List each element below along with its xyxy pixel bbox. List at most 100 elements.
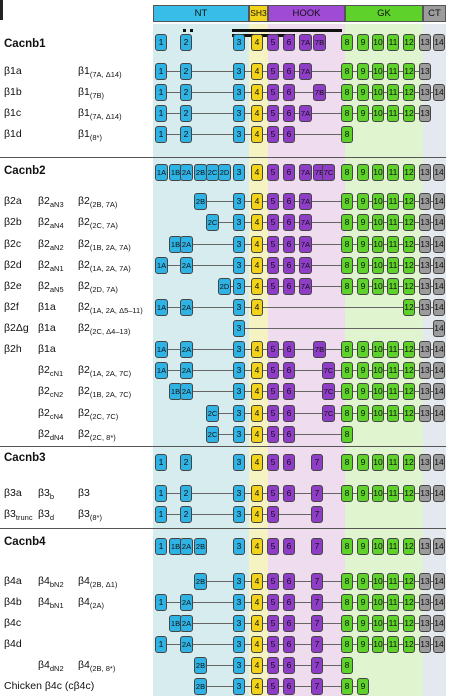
exon-10: 10 (372, 538, 384, 555)
exon-14: 14 (433, 193, 445, 210)
exon-6: 6 (283, 362, 295, 379)
exon-7a: 7A (299, 34, 312, 51)
exon-7: 7 (311, 506, 323, 523)
exon-14: 14 (433, 362, 445, 379)
variant-name-main: β3a (4, 487, 22, 499)
exon-notation: β2(1B, 2A, 7A) (78, 238, 131, 252)
exon-8: 8 (341, 341, 353, 358)
exon-notation-main: β3 (78, 487, 90, 499)
exon-4: 4 (251, 454, 263, 471)
exon-3: 3 (233, 573, 245, 590)
exon-1: 1 (155, 485, 167, 502)
exon-9: 9 (357, 164, 369, 181)
exon-8: 8 (341, 615, 353, 632)
splice-line (194, 201, 445, 202)
variant-name-main: β2c (4, 238, 22, 250)
splice-line (194, 686, 369, 687)
exon-notation-main: β2 (78, 238, 90, 250)
exon-12: 12 (403, 164, 415, 181)
exon-5: 5 (267, 454, 279, 471)
section-divider (0, 446, 446, 447)
exon-2a: 2A (180, 538, 193, 555)
splice-line (169, 391, 445, 392)
exon-notation-sub: (1B, 2A, 7C) (89, 390, 132, 400)
exon-12: 12 (403, 278, 415, 295)
splice-line (155, 644, 445, 645)
exon-notation-main: β1 (78, 86, 90, 98)
exon-10: 10 (372, 105, 384, 122)
exon-7: 7 (311, 615, 323, 632)
exon-10: 10 (372, 84, 384, 101)
exon-notation-main: β2 (78, 216, 90, 228)
exon-12: 12 (403, 105, 415, 122)
exon-1: 1 (155, 84, 167, 101)
exon-7c: 7C (322, 383, 335, 400)
exon-3: 3 (233, 193, 245, 210)
exon-4: 4 (251, 214, 263, 231)
exon-11: 11 (387, 105, 399, 122)
exon-8: 8 (341, 636, 353, 653)
exon-4: 4 (251, 383, 263, 400)
exon-11: 11 (387, 193, 399, 210)
exon-2d: 2D (218, 278, 231, 295)
exon-4: 4 (251, 341, 263, 358)
exon-9: 9 (357, 538, 369, 555)
exon-13: 13 (419, 236, 431, 253)
exon-3: 3 (233, 485, 245, 502)
exon-2a: 2A (180, 236, 193, 253)
exon-2: 2 (180, 63, 192, 80)
exon-11: 11 (387, 615, 399, 632)
alias-name-sub: aN3 (49, 200, 64, 210)
exon-2a: 2A (180, 341, 193, 358)
domain-gk: GK (345, 5, 423, 22)
exon-5: 5 (267, 236, 279, 253)
alias-name-main: β1a (38, 343, 56, 355)
exon-8: 8 (341, 405, 353, 422)
variant-name: β3a (4, 487, 22, 499)
exon-13: 13 (419, 485, 431, 502)
exon-notation-main: β3 (78, 508, 90, 520)
alias-name: β3b (38, 487, 54, 501)
exon-notation-sub: (2B, 8*) (89, 664, 116, 674)
exon-3: 3 (233, 257, 245, 274)
exon-4: 4 (251, 506, 263, 523)
exon-8: 8 (341, 362, 353, 379)
marker-bar (190, 29, 193, 32)
exon-6: 6 (283, 678, 295, 695)
exon-notation: β3 (78, 487, 90, 499)
exon-7a: 7A (299, 236, 312, 253)
exon-2: 2 (180, 454, 192, 471)
exon-13: 13 (419, 193, 431, 210)
exon-8: 8 (341, 236, 353, 253)
exon-7: 7 (311, 678, 323, 695)
exon-2: 2 (180, 485, 192, 502)
exon-3: 3 (233, 34, 245, 51)
marker-bar (183, 29, 186, 32)
exon-7a: 7A (299, 214, 312, 231)
exon-11: 11 (387, 34, 399, 51)
variant-name: β4c (4, 617, 21, 629)
exon-5: 5 (267, 538, 279, 555)
exon-5: 5 (267, 126, 279, 143)
alias-name: β4bN2 (38, 575, 64, 589)
exon-12: 12 (403, 214, 415, 231)
exon-12: 12 (403, 383, 415, 400)
exon-6: 6 (283, 405, 295, 422)
exon-notation-main: β2 (78, 385, 90, 397)
exon-4: 4 (251, 278, 263, 295)
domain-ct: CT (423, 5, 446, 22)
exon-13: 13 (419, 63, 431, 80)
alias-name-main: β3 (38, 508, 50, 520)
exon-9: 9 (357, 573, 369, 590)
variant-name-main: β1d (4, 128, 22, 140)
exon-13: 13 (419, 615, 431, 632)
splice-line (155, 349, 445, 350)
exon-3: 3 (233, 426, 245, 443)
exon-6: 6 (283, 615, 295, 632)
exon-2a: 2A (180, 383, 193, 400)
exon-3: 3 (233, 341, 245, 358)
exon-12: 12 (403, 193, 415, 210)
exon-notation: β2(2C, 7A) (78, 216, 118, 230)
panel-marker (0, 0, 3, 20)
exon-notation: β1(7B) (78, 86, 104, 100)
